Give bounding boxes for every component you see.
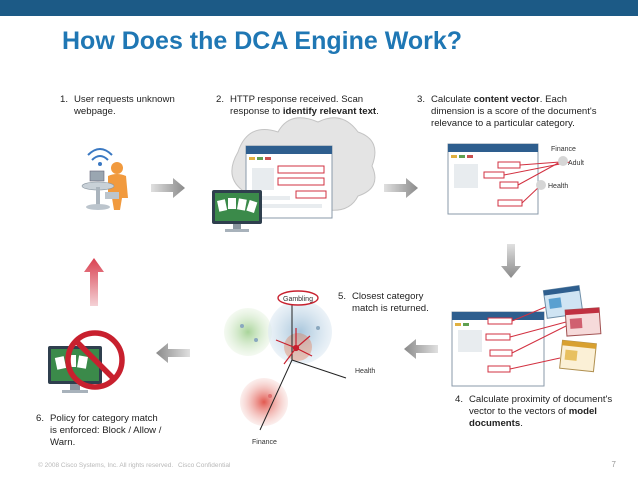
content-vector-webpage: [447, 143, 571, 215]
step-3-text: 3. Calculate content vector. Each dimens…: [417, 94, 597, 129]
label-health: Health: [548, 183, 568, 190]
step-1-text: 1. User requests unknown webpage.: [60, 94, 175, 117]
flow-arrow-2-3: [384, 178, 418, 198]
page-number: 7: [611, 460, 616, 469]
step-4-text: 4. Calculate proximity of document's vec…: [455, 394, 613, 429]
flow-arrow-1-2: [151, 178, 185, 198]
footer-copyright: © 2008 Cisco Systems, Inc. All rights re…: [38, 462, 174, 469]
slide-title: How Does the DCA Engine Work?: [62, 27, 463, 55]
user-at-computer-icon: [81, 148, 128, 210]
flow-arrow-6-1: [84, 258, 104, 306]
blocked-monitor-icon: [48, 330, 125, 393]
label-health-axis: Health: [355, 368, 375, 375]
step-5-text: 5. Closest category match is returned.: [338, 291, 429, 314]
vector-space-plot: [224, 290, 347, 431]
step-2-text: 2. HTTP response received. Scan response…: [216, 94, 379, 117]
footer-confidential: Cisco Confidential: [178, 462, 231, 469]
label-finance: Finance: [551, 146, 576, 153]
flow-arrow-5-6: [156, 343, 190, 363]
label-finance-axis: Finance: [252, 439, 277, 446]
label-gambling: Gambling: [283, 296, 313, 303]
label-adult: Adult: [568, 160, 584, 167]
flow-arrow-3-4: [501, 244, 521, 278]
model-documents-illustration: [451, 285, 602, 387]
top-bar: [0, 0, 638, 16]
step-6-text: 6. Policy for category match is enforced…: [36, 413, 162, 448]
flow-arrow-4-5: [404, 339, 438, 359]
monitor-cards-icon: [212, 190, 262, 232]
